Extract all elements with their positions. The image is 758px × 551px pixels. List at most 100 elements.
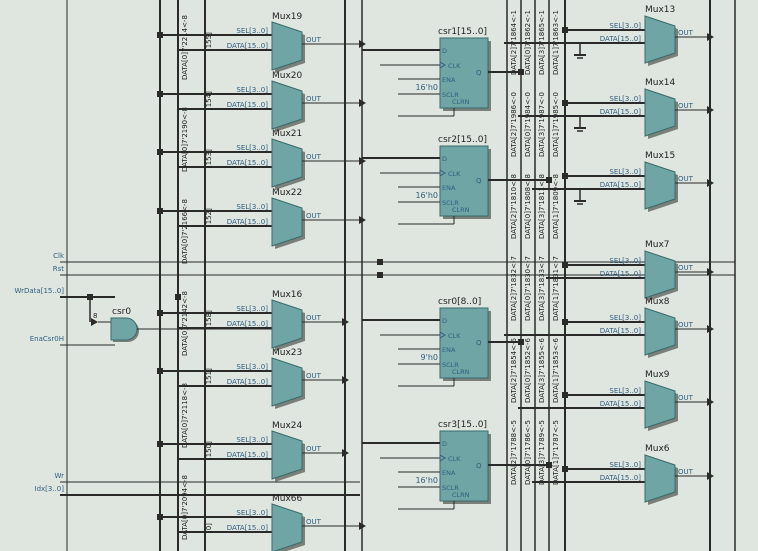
mux-label: Mux19 xyxy=(272,12,303,22)
arrow-icon xyxy=(342,449,349,457)
bus-label: DATA[2]7'1788<-5 xyxy=(510,420,518,485)
out-port-label: OUT xyxy=(678,394,694,402)
bus-label: DATA[0]7'1808<-8 xyxy=(524,174,532,239)
out-port-label: OUT xyxy=(678,321,694,329)
reg-port-clk: CLK xyxy=(448,170,461,178)
bus-label: DATA[1]7'1985<-0 xyxy=(552,92,560,157)
out-port-label: OUT xyxy=(678,102,694,110)
bus-label: DATA[3]7'1987<-0 xyxy=(538,92,546,157)
sel-port-label: SEL[3..0] xyxy=(609,314,641,322)
reg-port-ena: ENA xyxy=(442,76,456,84)
const-label: 16'h0 xyxy=(415,191,438,200)
mux-mux66[interactable] xyxy=(271,503,303,551)
junction-dot xyxy=(518,69,524,75)
mux-mux15[interactable] xyxy=(644,161,676,210)
arrow-icon xyxy=(359,40,366,48)
mux-mux7[interactable] xyxy=(644,250,676,299)
mux-label: Mux66 xyxy=(272,494,303,504)
sel-port-label: SEL[3..0] xyxy=(609,257,641,265)
out-port-label: OUT xyxy=(678,29,694,37)
junction-dot xyxy=(157,149,163,155)
arrow-icon xyxy=(707,325,714,333)
data-port-label: DATA[15..0] xyxy=(600,108,642,116)
mux-mux9[interactable] xyxy=(644,380,676,429)
out-port-label: OUT xyxy=(306,518,322,526)
arrow-icon xyxy=(91,318,98,326)
out-port-label: OUT xyxy=(306,153,322,161)
junction-dot xyxy=(175,294,181,300)
data-port-label: DATA[15..0] xyxy=(600,270,642,278)
reg-port-sclr: SCLR xyxy=(442,199,459,207)
reg-port-d: D xyxy=(442,440,447,448)
and-gate[interactable] xyxy=(110,317,138,341)
mux-mux21[interactable] xyxy=(271,138,303,188)
junction-dot xyxy=(157,208,163,214)
bit-label: [154] xyxy=(205,91,213,110)
bus-label: DATA[0]7'1984<-0 xyxy=(524,92,532,157)
mux-mux19[interactable] xyxy=(271,21,303,71)
junction-dot xyxy=(518,339,524,345)
mux-mux6[interactable] xyxy=(644,454,676,503)
out-port-label: OUT xyxy=(306,314,322,322)
mux-label: Mux9 xyxy=(645,370,670,380)
sel-port-label: SEL[3..0] xyxy=(236,27,268,35)
bus-label: DATA[2]7'1810<-8 xyxy=(510,174,518,239)
bus-label: DATA[0]7'2214<-8 xyxy=(181,15,189,80)
reg-port-clk: CLK xyxy=(448,62,461,70)
input-label-enacsr0h: EnaCsr0H xyxy=(30,335,64,343)
bus-label: DATA[0]7'2166<-8 xyxy=(181,199,189,264)
mux-mux13[interactable] xyxy=(644,15,676,64)
mux-label: Mux7 xyxy=(645,240,670,250)
junction-dot xyxy=(562,466,568,472)
junction-dot xyxy=(546,462,552,468)
reg-port-d: D xyxy=(442,317,447,325)
arrow-icon xyxy=(707,33,714,41)
register-label: csr1[15..0] xyxy=(438,27,487,37)
data-port-label: DATA[15..0] xyxy=(600,474,642,482)
mux-mux16[interactable] xyxy=(271,299,303,349)
sel-port-label: SEL[3..0] xyxy=(236,509,268,517)
reg-port-d: D xyxy=(442,155,447,163)
const-label: 16'h0 xyxy=(415,83,438,92)
sel-port-label: SEL[3..0] xyxy=(236,203,268,211)
out-port-label: OUT xyxy=(678,264,694,272)
mux-mux14[interactable] xyxy=(644,88,676,137)
bus-label: DATA[1]7'1787<-5 xyxy=(552,420,560,485)
mux-mux24[interactable] xyxy=(271,430,303,480)
bus-label: DATA[2]7'1854<-6 xyxy=(510,337,518,403)
mux-mux22[interactable] xyxy=(271,197,303,247)
reg-port-sclr: SCLR xyxy=(442,361,459,369)
mux-label: Mux21 xyxy=(272,129,302,139)
out-port-label: OUT xyxy=(306,372,322,380)
bus-label: DATA[1]7'1853<-6 xyxy=(552,337,560,403)
bus-width-label: 8 xyxy=(93,312,97,320)
mux-mux20[interactable] xyxy=(271,80,303,130)
bus-label: DATA[0]7'2190<-8 xyxy=(181,107,189,172)
arrow-icon xyxy=(707,268,714,276)
mux-mux8[interactable] xyxy=(644,307,676,356)
arrow-icon xyxy=(359,522,366,530)
clock-icon xyxy=(439,61,446,69)
reg-port-q: Q xyxy=(476,69,482,77)
junction-dot xyxy=(562,173,568,179)
and-gate-label: csr0 xyxy=(112,307,131,317)
out-port-label: OUT xyxy=(678,468,694,476)
clock-icon xyxy=(439,331,446,339)
mux-label: Mux8 xyxy=(645,297,670,307)
reg-port-ena: ENA xyxy=(442,346,456,354)
input-label-wr: Wr xyxy=(55,472,65,480)
junction-dot xyxy=(157,310,163,316)
mux-label: Mux6 xyxy=(645,444,670,454)
mux-mux23[interactable] xyxy=(271,357,303,407)
register-1[interactable] xyxy=(439,145,489,217)
bus-label: DATA[3]7'1811<-8 xyxy=(538,174,546,239)
sel-port-label: SEL[3..0] xyxy=(609,461,641,469)
bit-label: [151] xyxy=(205,368,213,387)
arrow-icon xyxy=(342,318,349,326)
bus-label: DATA[3]7'1833<-7 xyxy=(538,256,546,321)
data-port-label: DATA[15..0] xyxy=(600,327,642,335)
input-label-rst: Rst xyxy=(53,265,65,273)
bus-label: DATA[0]7'2094<-8 xyxy=(181,475,189,540)
bus-label: DATA[1]7'1809<-8 xyxy=(552,174,560,239)
